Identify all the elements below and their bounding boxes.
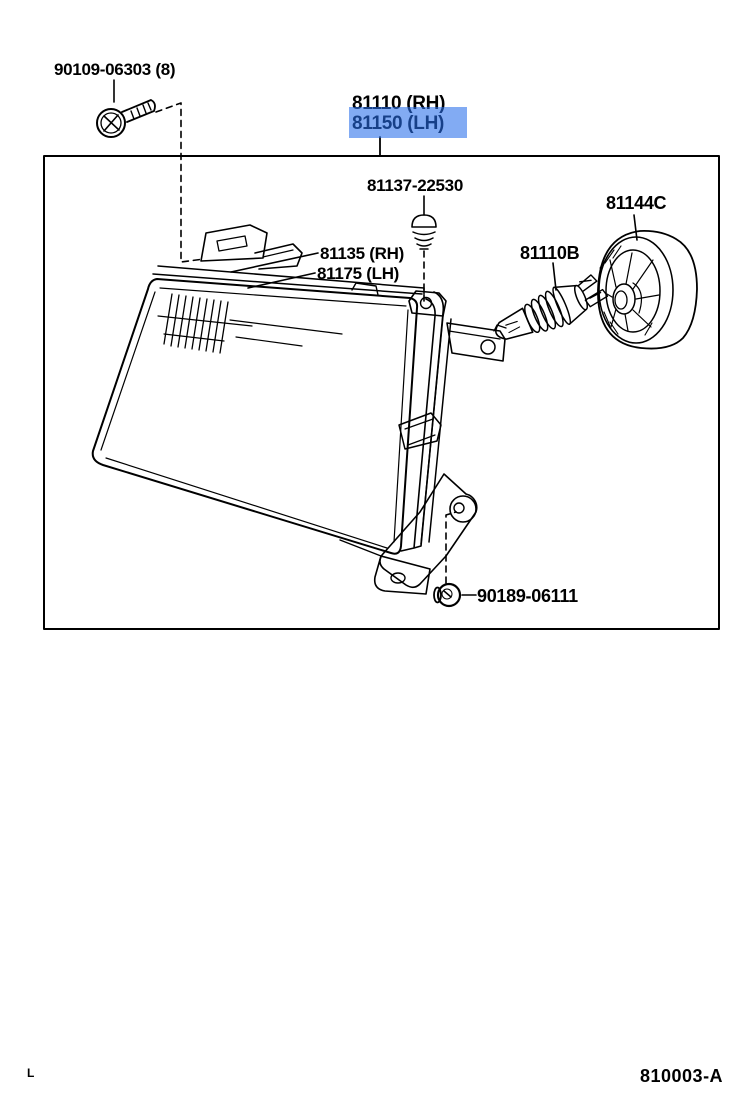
grommet-nut-icon <box>433 582 462 608</box>
diagram-frame <box>43 155 720 630</box>
socket-cover-icon <box>597 230 698 350</box>
headlamp-unit-drawing <box>91 224 507 595</box>
part-callout-81110-81150[interactable]: 81110 (RH) 81150 (LH) <box>352 94 445 134</box>
part-label-90109-06303[interactable]: 90109-06303 (8) <box>54 60 176 79</box>
part-label-81144c[interactable]: 81144C <box>606 193 667 213</box>
halogen-bulb-icon <box>495 274 609 340</box>
part-label-90189-06111[interactable]: 90189-06111 <box>477 586 578 606</box>
corner-mark: L <box>27 1066 35 1080</box>
leader-lines <box>113 79 638 596</box>
part-label-81110-rh[interactable]: 81110 (RH) <box>352 93 446 114</box>
dashed-leader-lines <box>155 102 457 584</box>
part-label-81110b[interactable]: 81110B <box>520 243 580 263</box>
part-label-81137-22530[interactable]: 81137-22530 <box>367 176 463 195</box>
tapping-screw-icon <box>96 99 156 138</box>
part-label-81175-lh[interactable]: 81175 (LH) <box>317 264 400 283</box>
drawing-code: 810003-A <box>640 1066 724 1086</box>
headlamp-screw-icon <box>411 214 437 250</box>
part-label-81150-lh[interactable]: 81150 (LH) <box>352 113 445 134</box>
part-label-81135-rh[interactable]: 81135 (RH) <box>320 244 404 263</box>
